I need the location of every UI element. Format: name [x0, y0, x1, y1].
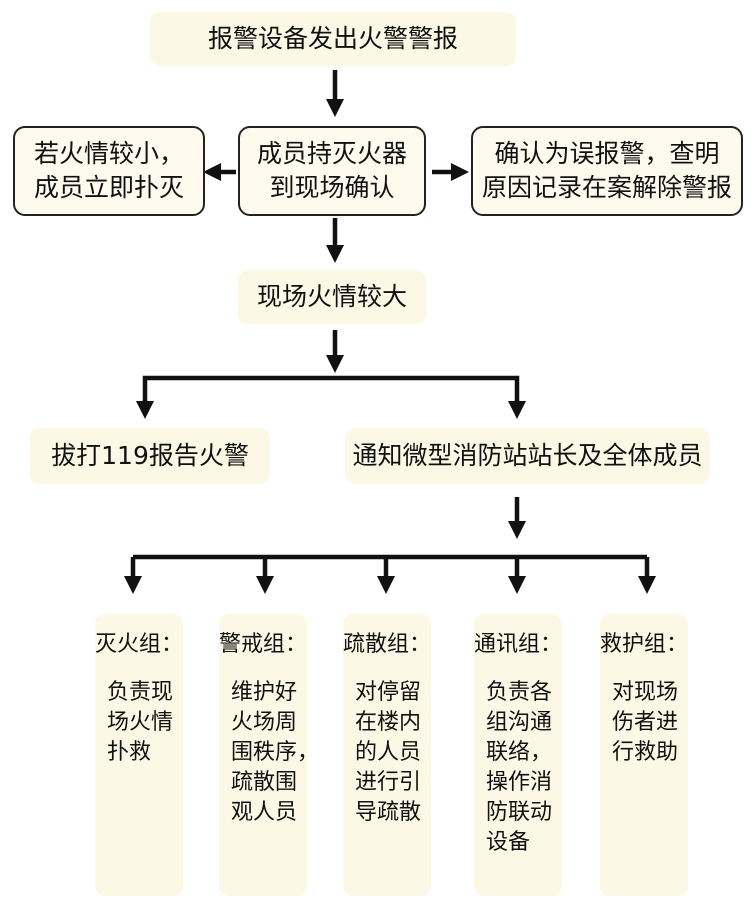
team-duty-line: 火场周 [231, 710, 298, 735]
team-duty-line: 行救助 [612, 740, 679, 765]
team-communication: 通讯组： 负责各 组沟通 联络， 操作消 防联动 设备 [474, 614, 562, 896]
alarm-node: 报警设备发出火警警报 [150, 12, 516, 66]
team-duties: 负责现 场火情 扑救 [95, 678, 179, 768]
team-duty-line: 伤者进 [612, 710, 679, 735]
team-duties: 对现场 伤者进 行救助 [600, 678, 684, 768]
team-duty-line: 的人员 [355, 740, 422, 765]
team-duties: 负责各 组沟通 联络， 操作消 防联动 设备 [474, 678, 558, 858]
small-fire-line-1: 若火情较小， [33, 139, 184, 168]
small-fire-line-2: 成员立即扑灭 [33, 173, 184, 202]
team-name: 通讯组： [474, 632, 563, 657]
dial-119-text: 拔打119报告火警 [51, 441, 249, 470]
team-duty-line: 防联动 [486, 800, 553, 825]
team-duty-line: 负责各 [486, 680, 553, 705]
false-alarm-line-1: 确认为误报警，查明 [494, 139, 720, 168]
big-fire-node: 现场火情较大 [238, 270, 426, 324]
team-duty-line: 维护好 [231, 680, 298, 705]
team-duty-line: 组沟通 [486, 710, 553, 735]
team-duty-line: 负责现 [107, 680, 174, 705]
small-fire-node: 若火情较小， 成员立即扑灭 [13, 126, 205, 216]
team-duty-line: 导疏散 [355, 800, 422, 825]
confirm-line-1: 成员持灭火器 [256, 139, 407, 168]
team-duties: 维护好 火场周 围秩序， 疏散围 观人员 [219, 678, 320, 828]
team-guard: 警戒组： 维护好 火场周 围秩序， 疏散围 观人员 [219, 614, 320, 896]
team-duty-line: 观人员 [231, 800, 298, 825]
notify-text: 通知微型消防站站长及全体成员 [352, 441, 703, 470]
team-duty-line: 操作消 [486, 770, 553, 795]
team-name: 灭火组： [95, 632, 184, 657]
team-duty-line: 进行引 [355, 770, 422, 795]
alarm-text: 报警设备发出火警警报 [207, 24, 458, 53]
notify-node: 通知微型消防站站长及全体成员 [345, 428, 710, 484]
team-fire-fighting: 灭火组： 负责现 场火情 扑救 [95, 614, 183, 896]
confirm-line-2: 到现场确认 [269, 173, 395, 202]
team-rescue: 救护组： 对现场 伤者进 行救助 [600, 614, 688, 896]
confirm-node: 成员持灭火器 到现场确认 [238, 126, 426, 216]
team-duty-line: 对停留 [355, 680, 422, 705]
big-fire-text: 现场火情较大 [256, 282, 407, 311]
team-duty-line: 设备 [486, 830, 531, 855]
branch-connector-top [142, 375, 520, 412]
team-name: 救护组： [600, 632, 689, 657]
team-duty-line: 扑救 [107, 740, 152, 765]
dial-119-node: 拔打119报告火警 [30, 428, 270, 484]
team-duty-line: 对现场 [612, 680, 679, 705]
team-evacuation: 疏散组： 对停留 在楼内 的人员 进行引 导疏散 [343, 614, 431, 896]
team-duty-line: 疏散围 [231, 770, 298, 795]
false-alarm-line-2: 原因记录在案解除警报 [481, 173, 732, 202]
team-duty-line: 围秩序， [231, 740, 320, 765]
team-name: 警戒组： [219, 632, 308, 657]
team-duties: 对停留 在楼内 的人员 进行引 导疏散 [343, 678, 427, 828]
team-name: 疏散组： [343, 632, 432, 657]
team-duty-line: 在楼内 [355, 710, 422, 735]
team-duty-line: 联络， [486, 740, 553, 765]
team-duty-line: 场火情 [107, 710, 174, 735]
false-alarm-node: 确认为误报警，查明 原因记录在案解除警报 [471, 126, 743, 216]
